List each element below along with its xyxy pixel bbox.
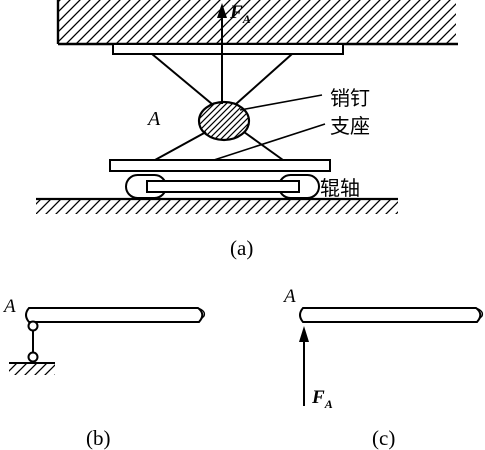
force-arrow-c <box>299 326 309 406</box>
ceiling <box>56 0 458 46</box>
upper-plate <box>112 43 344 55</box>
force-label-c: FA <box>311 387 333 411</box>
caption-c: (c) <box>372 426 395 450</box>
pin-point-label: A <box>146 108 161 130</box>
point-label-c: A <box>282 286 296 307</box>
support-plate <box>109 159 331 172</box>
panel-b: A (b) <box>2 296 206 450</box>
panel-a: FA A 销钉 支座 辊轴 (a) <box>36 0 458 260</box>
point-label-b: A <box>2 296 16 317</box>
roller-link-b <box>27 320 39 363</box>
pin-label: 销钉 <box>330 86 370 110</box>
support-label: 支座 <box>330 114 370 138</box>
ground-b <box>9 362 55 375</box>
beam-b <box>25 307 204 323</box>
panel-c: A FA (c) <box>282 286 484 450</box>
roller-label: 辊轴 <box>320 176 360 200</box>
force-label-a: FA <box>229 2 251 26</box>
force-arrow-a <box>217 3 227 104</box>
caption-a: (a) <box>230 236 253 260</box>
bracket-lines <box>151 53 293 161</box>
pin-icon <box>197 100 251 142</box>
beam-c <box>299 307 482 323</box>
ground-a <box>36 197 398 214</box>
caption-b: (b) <box>86 426 111 450</box>
roller-frame <box>125 174 320 199</box>
